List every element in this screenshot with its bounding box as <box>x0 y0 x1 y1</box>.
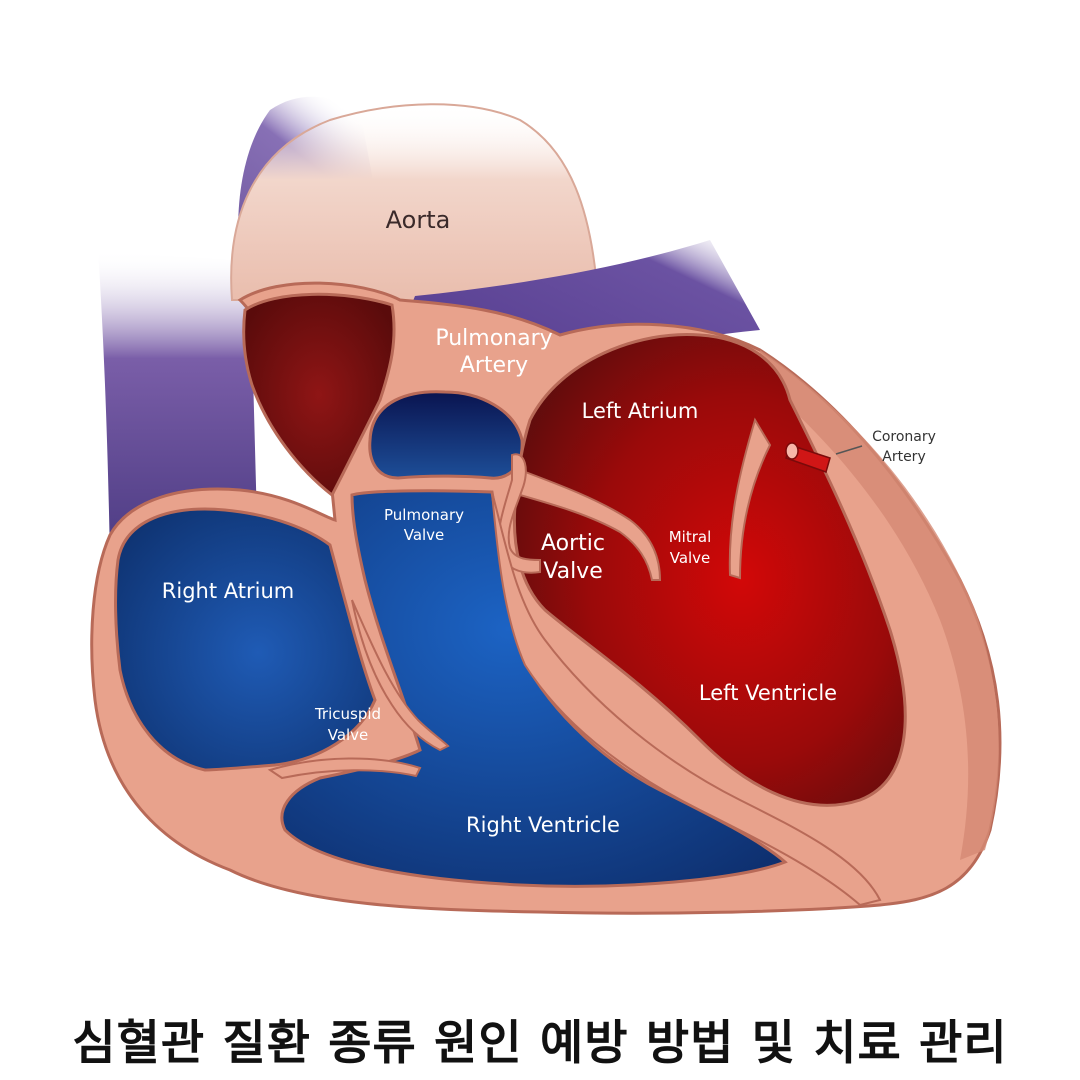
label-tricuspid-valve-line1: Tricuspid <box>314 705 381 723</box>
label-pulmonary-valve-line2: Valve <box>404 526 445 544</box>
label-right-ventricle: Right Ventricle <box>466 813 620 837</box>
interventricular-septum <box>491 491 882 907</box>
label-aortic-valve-line2: Valve <box>543 559 603 584</box>
aortic-root-chamber <box>242 292 396 498</box>
mitral-valve-leaflet-left <box>519 468 662 581</box>
label-pulmonary-artery-line1: Pulmonary <box>435 326 552 351</box>
label-mitral-valve-line1: Mitral <box>669 528 712 546</box>
coronary-artery-vessel <box>785 442 863 473</box>
label-coronary-artery-line1: Coronary <box>872 429 936 445</box>
mitral-valve-leaflet-right <box>728 417 772 580</box>
tricuspid-valve-tissue <box>351 599 450 752</box>
label-coronary-artery-line2: Artery <box>882 449 925 465</box>
label-tricuspid-valve-line2: Valve <box>328 726 369 744</box>
label-left-ventricle: Left Ventricle <box>699 681 837 705</box>
aorta-vessel <box>230 103 600 322</box>
label-aorta: Aorta <box>386 206 451 234</box>
label-pulmonary-valve-line1: Pulmonary <box>384 506 464 524</box>
heart-cross-section-illustration: Aorta Pulmonary Artery Left Atrium Coron… <box>90 96 1002 915</box>
label-left-atrium: Left Atrium <box>582 399 699 423</box>
label-pulmonary-artery-line2: Artery <box>460 353 528 378</box>
label-aortic-valve-line1: Aortic <box>541 531 605 556</box>
superior-vena-cava <box>98 250 258 560</box>
label-mitral-valve-line2: Valve <box>670 549 711 567</box>
tricuspid-valve-flap <box>267 757 422 780</box>
label-right-atrium: Right Atrium <box>162 579 294 603</box>
right-atrium-chamber <box>114 507 377 772</box>
page-caption: 심혈관 질환 종류 원인 예방 방법 및 치료 관리 <box>72 1016 1008 1071</box>
